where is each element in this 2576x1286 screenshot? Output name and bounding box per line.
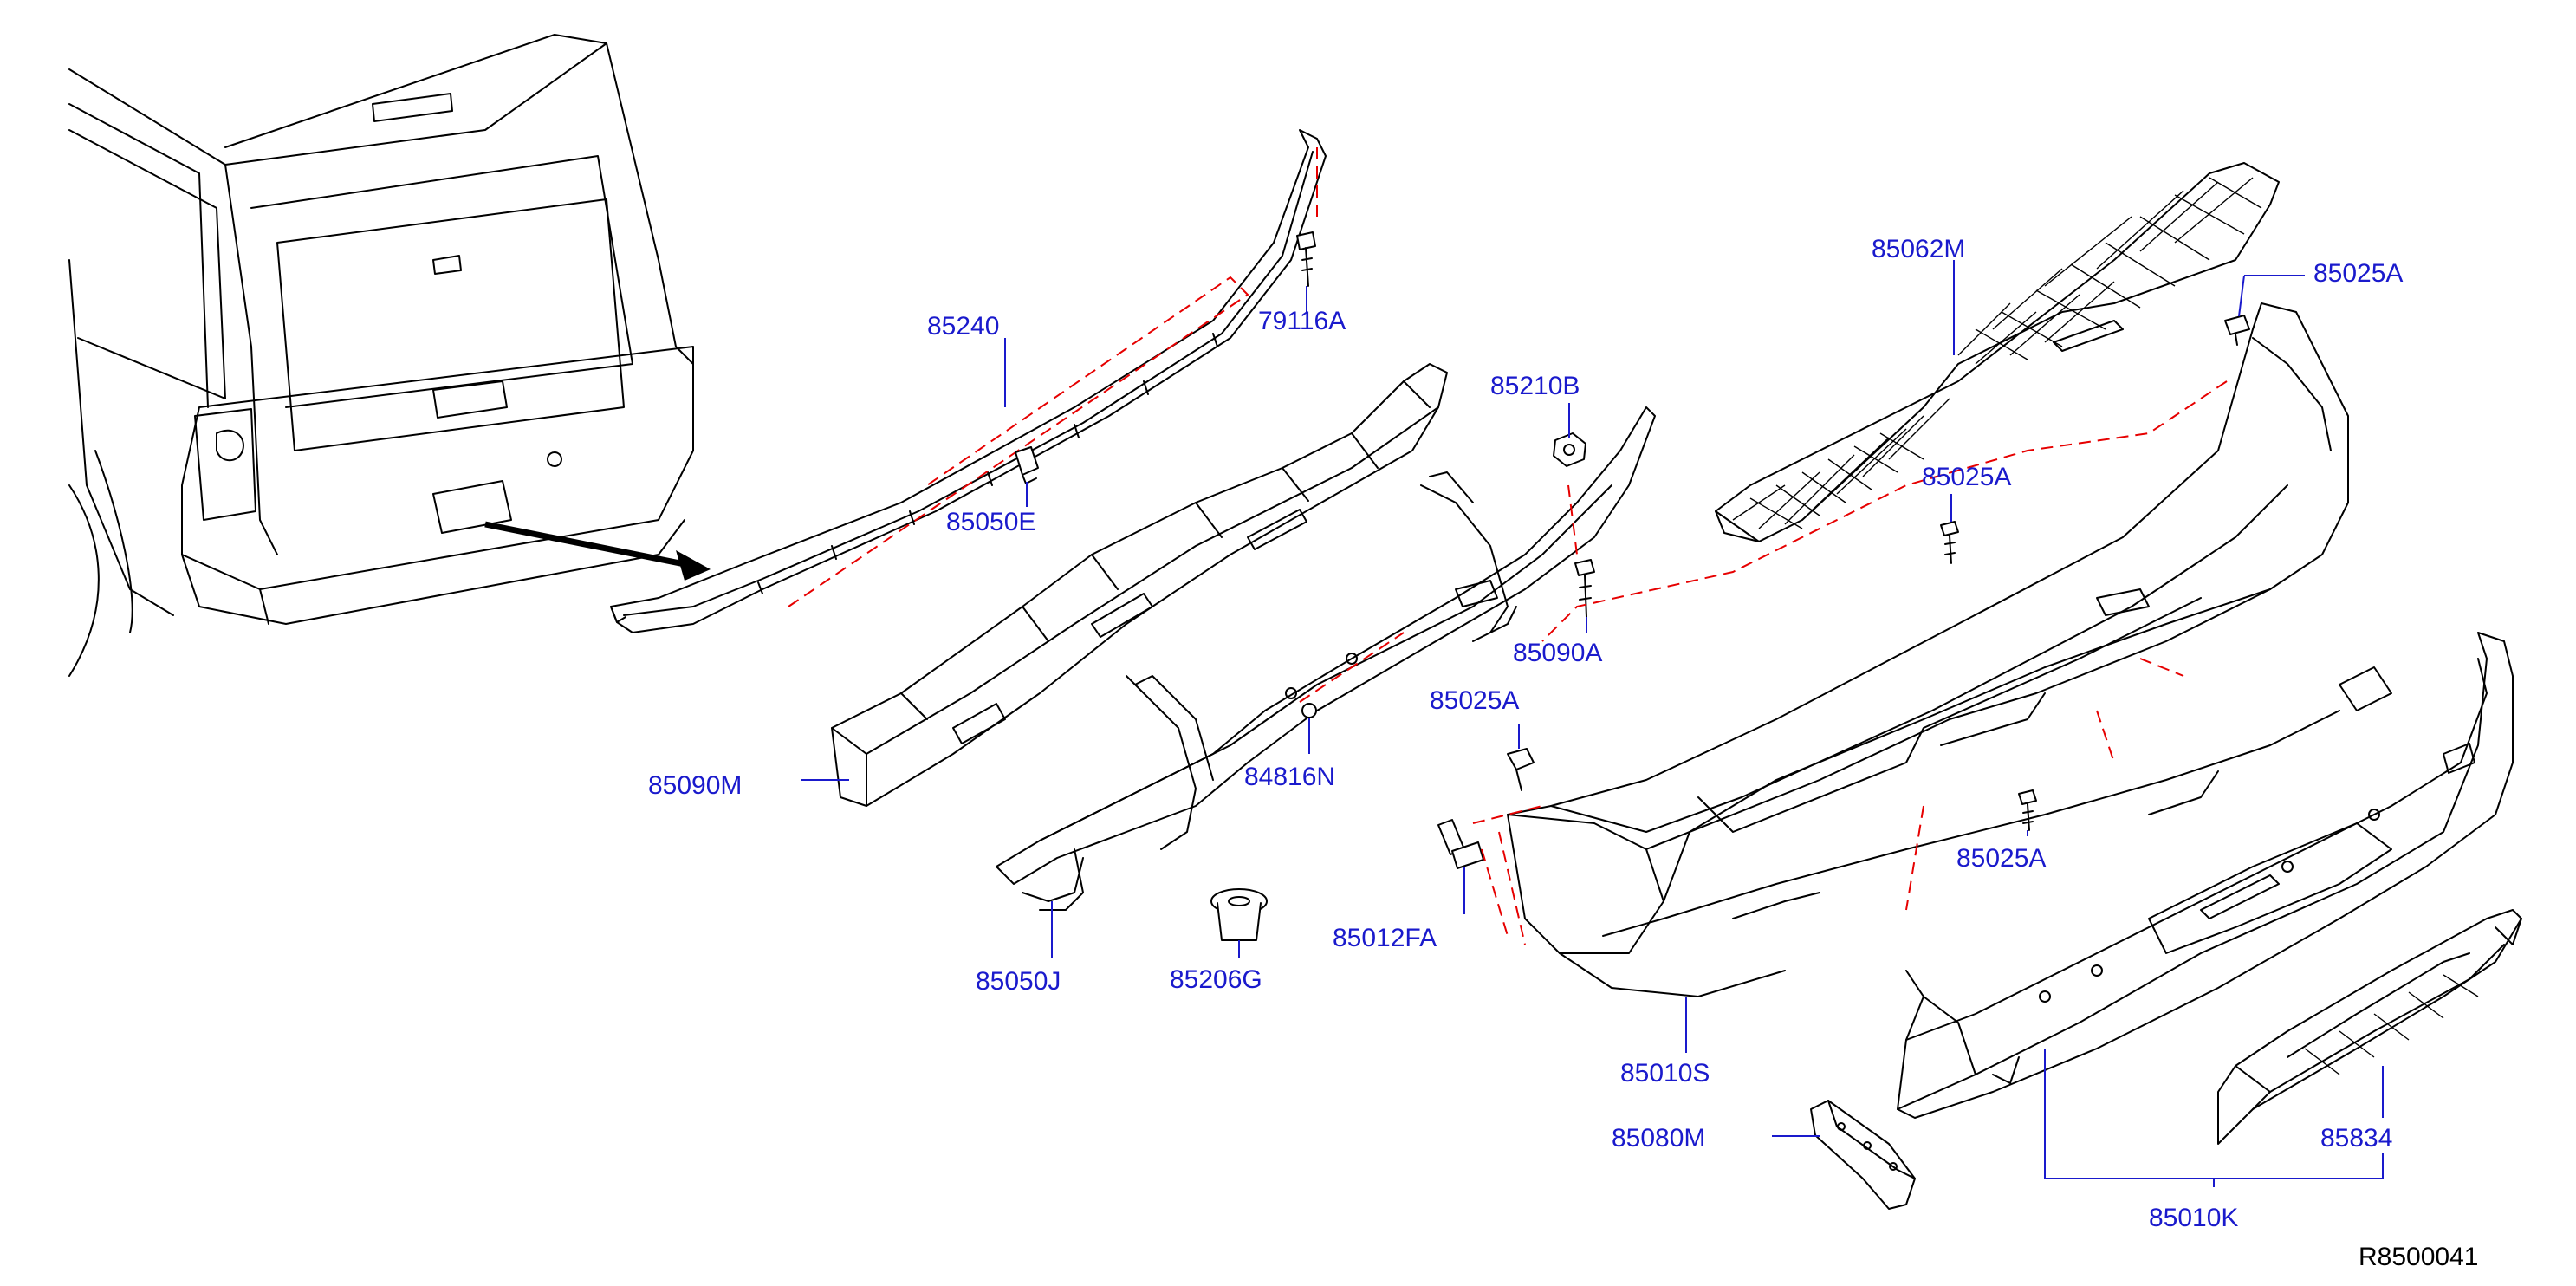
- part-85080M-shape: [1810, 1100, 1916, 1210]
- part-labels: 79116A 85240 85050E 85090M 85210B 85090A…: [648, 235, 2478, 1271]
- fastener-85025A-mid: [1940, 521, 1959, 564]
- part-85010S-shape: [1507, 302, 2349, 997]
- fastener-85206G: [1210, 888, 1268, 941]
- label-85025A-top: 85025A: [2313, 259, 2403, 288]
- part-85090M-shape: [831, 363, 1448, 807]
- fastener-85025A-lower: [2018, 789, 2037, 831]
- step-pad-mesh: [1732, 177, 2262, 529]
- label-85050E: 85050E: [946, 508, 1035, 536]
- label-85025A-left: 85025A: [1430, 686, 1519, 715]
- fastener-85025A-top: [2224, 315, 2250, 346]
- fastener-85050E: [1015, 446, 1039, 484]
- guide-85010S-left: [1472, 805, 1543, 945]
- diagram-code: R8500041: [2359, 1243, 2478, 1271]
- part-85834-shape: [2217, 909, 2522, 1145]
- label-85240: 85240: [927, 312, 999, 341]
- label-85090A: 85090A: [1513, 639, 1602, 667]
- part-85210B-bracket-shape: [996, 406, 1656, 911]
- guide-85210B: [1567, 484, 1578, 555]
- part-85062M-shape: [1715, 162, 2280, 542]
- fastener-84816N: [1301, 703, 1317, 718]
- label-85025A-lower: 85025A: [1956, 844, 2046, 873]
- part-85010K-shape: [1897, 632, 2514, 1119]
- fastener-85012FA: [1437, 819, 1484, 869]
- fastener-85025A-left: [1507, 748, 1535, 791]
- label-85206G: 85206G: [1170, 965, 1262, 994]
- fastener-85090A: [1574, 559, 1595, 618]
- part-85240-shape: [610, 129, 1327, 633]
- label-85210B: 85210B: [1490, 372, 1580, 400]
- label-85010S: 85010S: [1620, 1059, 1710, 1088]
- guide-85010S-right: [1905, 658, 2184, 911]
- leader-lines: [801, 260, 2384, 1187]
- label-85025A-mid: 85025A: [1922, 463, 2011, 491]
- label-85062M: 85062M: [1872, 235, 1965, 263]
- guide-85062M: [1541, 380, 2228, 642]
- guide-84816N: [1299, 632, 1405, 703]
- label-79116A: 79116A: [1258, 307, 1346, 335]
- fastener-85210B: [1553, 432, 1586, 467]
- vehicle-rear-illustration: [68, 34, 711, 677]
- label-85834: 85834: [2320, 1124, 2392, 1153]
- fastener-79116A: [1296, 231, 1316, 287]
- label-85050J: 85050J: [976, 967, 1061, 996]
- label-85090M: 85090M: [648, 771, 742, 800]
- label-85010K: 85010K: [2149, 1204, 2238, 1232]
- label-84816N: 84816N: [1244, 763, 1335, 791]
- label-85080M: 85080M: [1612, 1124, 1705, 1153]
- label-85012FA: 85012FA: [1333, 924, 1437, 952]
